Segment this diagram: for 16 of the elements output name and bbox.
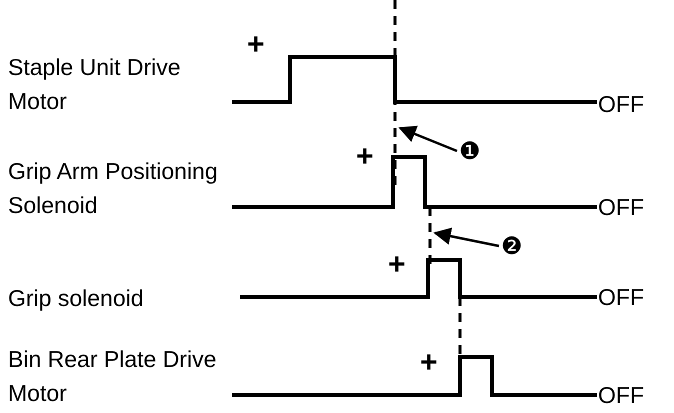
plus-sign: + <box>247 30 265 60</box>
leader-line <box>433 228 500 248</box>
signal-name: Grip Arm Positioning Solenoid <box>8 157 219 220</box>
signal-name: Bin Rear Plate Drive Motor <box>8 345 218 408</box>
leader-line <box>398 126 458 152</box>
signal-name: Staple Unit Drive Motor <box>8 53 182 116</box>
off-label: OFF <box>598 90 644 119</box>
signal-name: Grip solenoid <box>8 284 144 313</box>
plus-sign: + <box>420 348 438 378</box>
off-label: OFF <box>598 193 644 222</box>
off-label: OFF <box>598 283 644 312</box>
off-label: OFF <box>598 381 644 410</box>
plus-sign: + <box>356 142 374 172</box>
callout-number: ❶ <box>459 139 481 163</box>
callout-number: ❷ <box>501 234 523 258</box>
plus-sign: + <box>388 250 406 280</box>
